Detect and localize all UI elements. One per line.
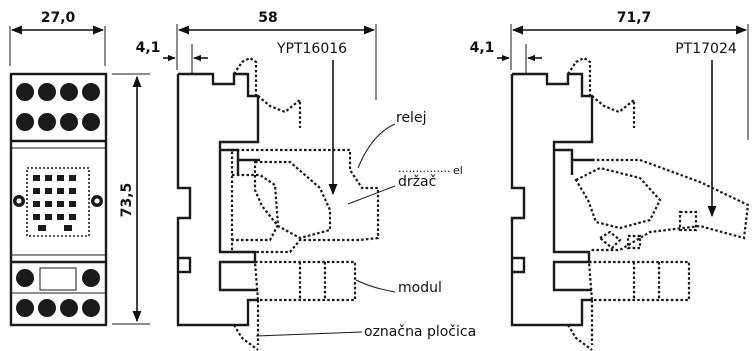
bottom-terminal-row <box>16 299 100 317</box>
label-module: modul <box>398 280 442 296</box>
terminal-screw-icon <box>60 299 78 317</box>
terminal-screw-icon <box>60 113 78 131</box>
terminal-screw-icon <box>82 299 100 317</box>
depth-2-label: 71,7 <box>617 10 652 26</box>
label-holder-ghost: el <box>453 164 463 177</box>
side-2-holder-lever <box>590 158 750 252</box>
label-module-leader <box>355 279 396 293</box>
front-view: 27,0 73,5 <box>9 10 150 327</box>
side-view-1: 58 4,1 YPT16016 relej ............... el… <box>136 10 476 351</box>
label-marker-plate: označna pločica <box>364 324 476 340</box>
side-2-top-clip <box>567 56 636 128</box>
side-view-2: 71,7 4,1 PT17024 <box>470 10 750 351</box>
offset-2-label: 4,1 <box>470 40 495 56</box>
side-2-latch <box>678 210 698 232</box>
module-screw-icon <box>82 269 100 287</box>
module-screw-icon <box>16 269 34 287</box>
module-window <box>39 267 77 291</box>
side-1-relay-outline <box>230 148 380 254</box>
side-1-top-clip <box>233 56 302 128</box>
front-width-label: 27,0 <box>41 10 76 26</box>
side-2-module-pins <box>632 262 661 300</box>
terminal-screw-icon <box>82 83 100 101</box>
side-1-module-pins <box>298 262 327 300</box>
side-body-2-profile <box>510 72 594 327</box>
label-holder-leader <box>347 185 396 205</box>
terminal-screw-icon <box>38 113 56 131</box>
label-holder: držač <box>398 174 436 190</box>
side-2-holder-inner <box>574 166 662 230</box>
top-terminal-row-2 <box>16 113 100 131</box>
terminal-screw-icon <box>38 83 56 101</box>
terminal-screw-icon <box>16 299 34 317</box>
side-1-holder-lever <box>253 160 332 240</box>
label-marker-plate-leader <box>255 331 363 337</box>
terminal-screw-icon <box>16 113 34 131</box>
side-2-module-outline <box>587 260 691 302</box>
side-body-1-profile <box>176 72 260 327</box>
side-2-marker-plate <box>567 300 594 351</box>
label-relay: relej <box>396 110 426 126</box>
part-number-left: YPT16016 <box>276 41 347 57</box>
terminal-screw-icon <box>60 83 78 101</box>
terminal-screw-icon <box>16 83 34 101</box>
relay-socket-grid <box>26 167 90 237</box>
socket-dashed-outline <box>26 167 90 237</box>
label-relay-leader <box>357 123 396 169</box>
height-label: 73,5 <box>119 183 135 218</box>
depth-1-label: 58 <box>258 10 277 26</box>
terminal-screw-icon <box>38 299 56 317</box>
offset-1-label: 4,1 <box>136 40 161 56</box>
side-2-coil <box>598 230 642 250</box>
part-number-right: PT17024 <box>675 41 737 57</box>
side-1-module-outline <box>253 260 357 302</box>
top-terminal-row-1 <box>16 83 100 101</box>
side-1-marker-plate <box>233 300 260 351</box>
front-body-outline <box>9 72 108 327</box>
module-row <box>16 267 100 291</box>
label-holder-ghost-text: ............... <box>398 162 450 175</box>
terminal-screw-icon <box>82 113 100 131</box>
